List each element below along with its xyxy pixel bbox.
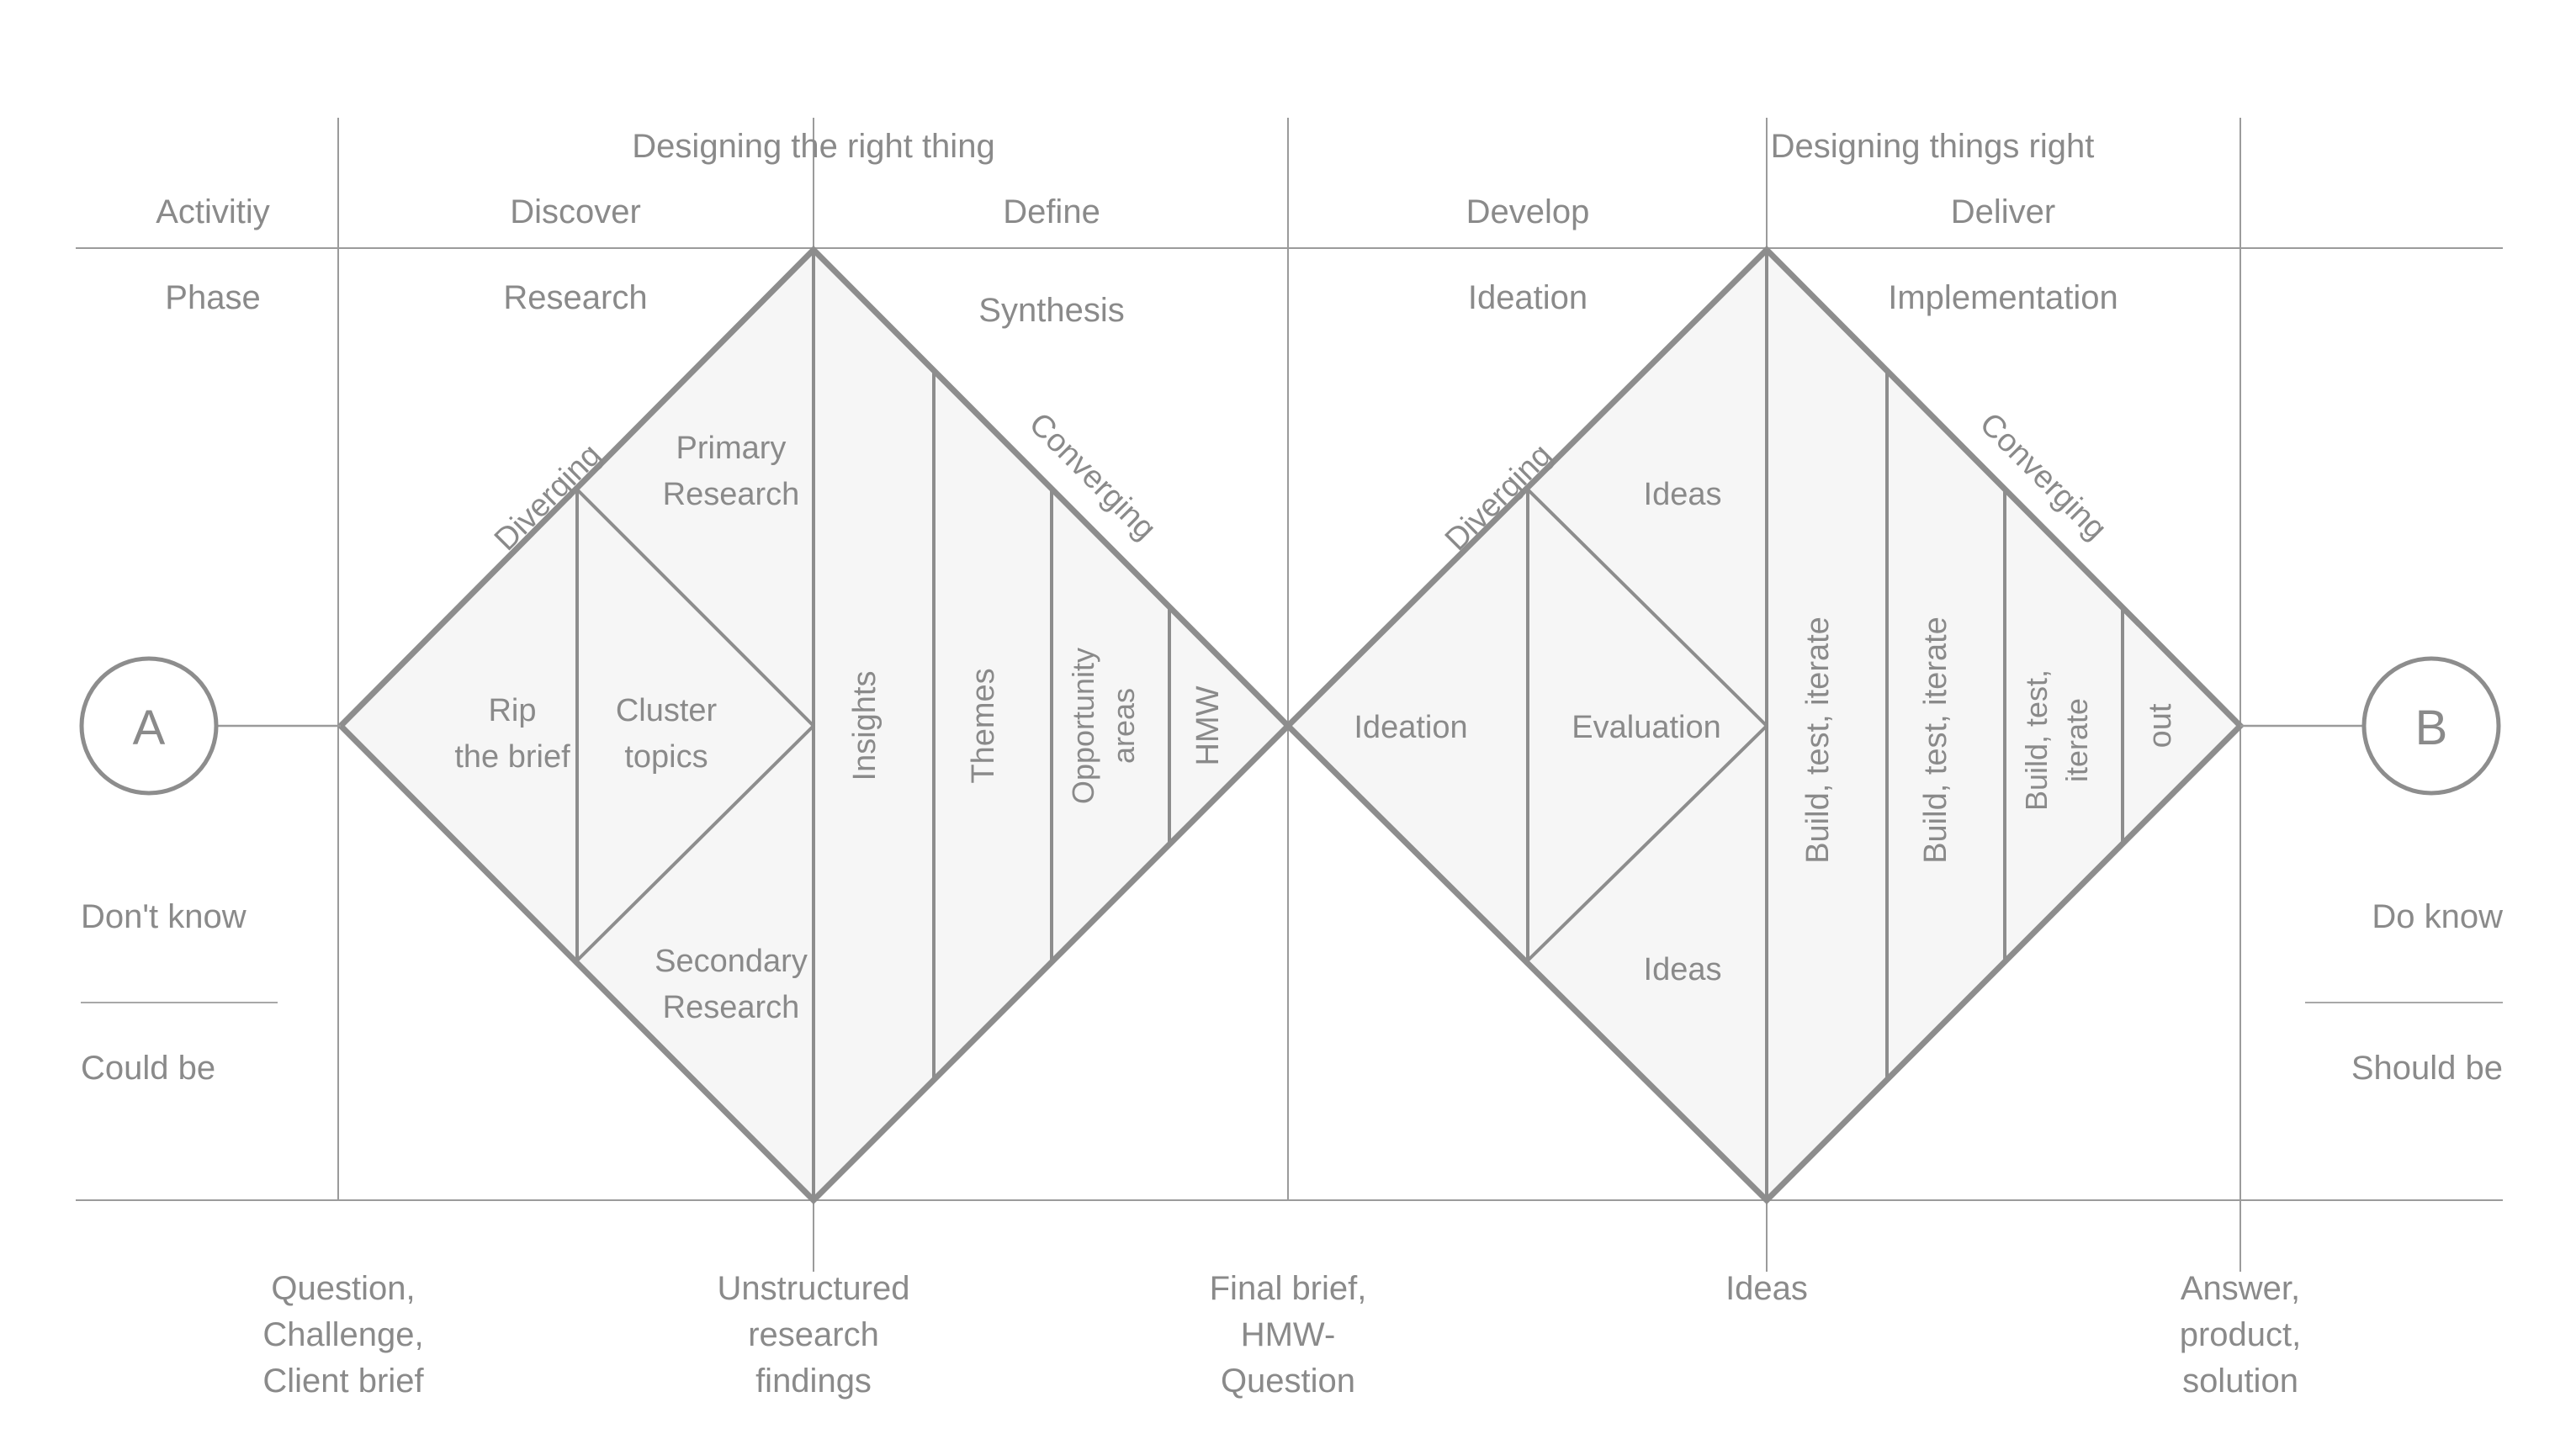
stage-label-define: Define [1003,193,1100,230]
phase-label-implementation: Implementation [1888,279,2118,316]
stage-label-discover: Discover [510,193,641,230]
stage-label-develop: Develop [1466,193,1590,230]
dia2-inner-upper-right [1526,488,1768,728]
caption-4-line-0: Answer, [2181,1270,2300,1307]
caption-question-challenge: Question, Challenge, Client brief [262,1270,424,1400]
caption-2-line-1: HMW- [1241,1316,1336,1353]
dia1-cluster-topics-line1: Cluster [616,693,718,728]
dia2-column-build-3-line2: iterate [2059,698,2094,782]
endpoint-a-badge-label: A [133,701,166,755]
dia2-bottom-ideas: Ideas [1644,952,1722,987]
dia1-rip-the-brief-line2: the brief [454,739,570,775]
caption-unstructured-findings: Unstructured research findings [718,1270,910,1400]
caption-0-line-0: Question, [271,1270,415,1307]
dia2-column-out: out [2143,703,2178,748]
dia1-inner-lower-right [575,724,815,962]
caption-2-line-0: Final brief, [1210,1270,1367,1307]
dia2-column-build-2: Build, test, iterate [1918,617,1953,864]
dia1-primary-research-line1: Primary [676,431,787,466]
dia1-column-themes: Themes [966,668,1001,783]
dia1-column-opportunity-line2: areas [1106,688,1141,764]
dia1-rip-the-brief-line1: Rip [488,693,536,728]
dia2-top-ideas: Ideas [1644,477,1722,512]
phase-label-synthesis: Synthesis [978,292,1124,329]
caption-answer-product-solution: Answer, product, solution [2180,1270,2302,1400]
caption-3-line-0: Ideas [1725,1270,1808,1307]
endpoint-b-be-label: Should be [2351,1050,2503,1087]
dia2-column-build-1: Build, test, iterate [1800,617,1836,864]
endpoint-a-circle[interactable] [79,656,219,796]
caption-2-line-2: Question [1221,1363,1355,1400]
caption-final-brief: Final brief, HMW- Question [1210,1270,1367,1400]
caption-1-line-1: research [748,1316,879,1353]
caption-ideas: Ideas [1725,1270,1808,1307]
row-label-activity: Activitiy [156,193,270,230]
endpoint-a-be-label: Could be [81,1050,215,1087]
dia1-inner-upper-right [575,488,815,728]
caption-0-line-1: Challenge, [262,1316,423,1353]
diamond-two-inner [1526,488,1768,962]
dia1-primary-research-line2: Research [663,477,800,512]
endpoint-b: B Do know Should be [2240,656,2503,1087]
caption-1-line-0: Unstructured [718,1270,910,1307]
section-label-left: Designing the right thing [632,128,994,165]
diamond-one-inner [575,488,815,962]
dia2-inner-lower-right [1526,724,1768,962]
caption-1-line-2: findings [755,1363,872,1400]
endpoint-b-know-label: Do know [2372,898,2503,935]
dia1-cluster-topics-line2: topics [624,739,708,775]
dia1-secondary-research-line2: Research [663,990,800,1025]
endpoint-a-know-label: Don't know [81,898,246,935]
endpoint-a: A Don't know Could be [79,656,341,1087]
section-label-right: Designing things right [1771,128,2095,165]
dia2-evaluation: Evaluation [1572,710,1720,745]
dia2-ideation: Ideation [1354,710,1467,745]
dia1-column-insights: Insights [847,671,883,781]
caption-4-line-2: solution [2182,1363,2298,1400]
dia1-column-opportunity-line1: Opportunity [1066,648,1100,804]
row-label-phase: Phase [165,279,260,316]
dia1-secondary-research-line1: Secondary [655,944,808,979]
caption-4-line-1: product, [2180,1316,2302,1353]
caption-0-line-2: Client brief [262,1363,424,1400]
phase-label-research: Research [503,279,647,316]
phase-label-ideation: Ideation [1468,279,1587,316]
dia2-column-build-3-line1: Build, test, [2019,669,2054,811]
stage-label-deliver: Deliver [1951,193,2055,230]
endpoint-b-circle[interactable] [2361,656,2501,796]
diamond-one [337,246,1292,1204]
endpoint-b-badge-label: B [2415,701,2448,755]
dia1-column-hmw: HMW [1190,685,1226,765]
